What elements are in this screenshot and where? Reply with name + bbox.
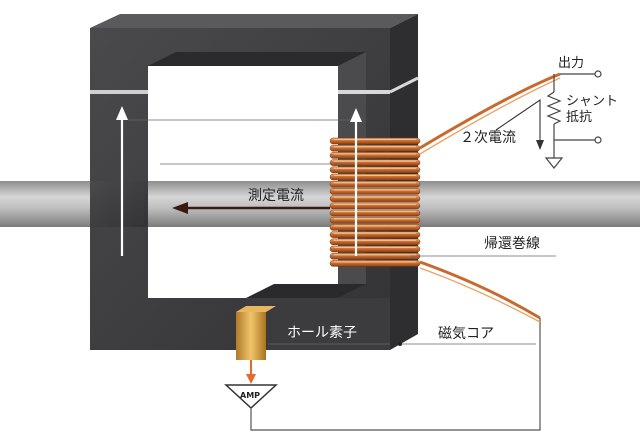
coil-leads [419, 72, 561, 323]
label-conductor: 測定導体 [166, 244, 222, 260]
coil-turn [329, 159, 421, 166]
label-magnetic-core: 磁気コア [438, 326, 494, 342]
label-secondary-current: ２次電流 [460, 130, 516, 146]
coil-turn [329, 152, 421, 159]
label-secondary-flux: ２次電流による磁束φ' [170, 144, 309, 160]
coil-turn [329, 245, 421, 253]
leader-lines [128, 119, 556, 346]
measured-current-arrow [172, 202, 330, 214]
coil-turn [329, 188, 421, 195]
measured-conductor [0, 181, 640, 227]
label-shunt-line2: 抵抗 [566, 110, 593, 125]
hall-output-arrow [246, 360, 256, 384]
coil-turn [329, 260, 421, 267]
ground-symbol [544, 157, 564, 169]
label-output: 出力 [558, 56, 585, 71]
shunt-circuit [495, 70, 602, 169]
coil-turn [329, 137, 421, 145]
coil-turn [329, 252, 421, 260]
label-amp: AMP [240, 391, 261, 400]
coil-turn [329, 166, 421, 174]
label-feedback-winding: 帰還巻線 [484, 236, 540, 252]
flux-arrow-left [116, 106, 128, 256]
coil-turn [329, 231, 421, 238]
label-measured-flux: 測定電流による磁束φ [156, 102, 291, 118]
amp-triangle [224, 384, 278, 410]
core-lower-bar [246, 298, 390, 350]
coil-turn [329, 180, 421, 188]
amp-wire [250, 318, 541, 431]
coil-turn [329, 238, 421, 246]
coil-turn [329, 195, 421, 202]
resistor-symbol [546, 91, 562, 125]
coil-turn [329, 202, 421, 210]
coil-turn [329, 209, 421, 217]
coil-turn [329, 144, 421, 152]
label-shunt-line1: シャント [566, 94, 619, 109]
core-lower-top [246, 284, 366, 298]
label-hall-element: ホール素子 [287, 325, 357, 341]
feedback-winding [329, 108, 421, 267]
hall-element [236, 306, 276, 360]
coil-turn [329, 224, 421, 231]
label-measured-current: 測定電流 [248, 188, 304, 204]
coil-turn [329, 173, 421, 181]
coil-turn [329, 216, 421, 224]
